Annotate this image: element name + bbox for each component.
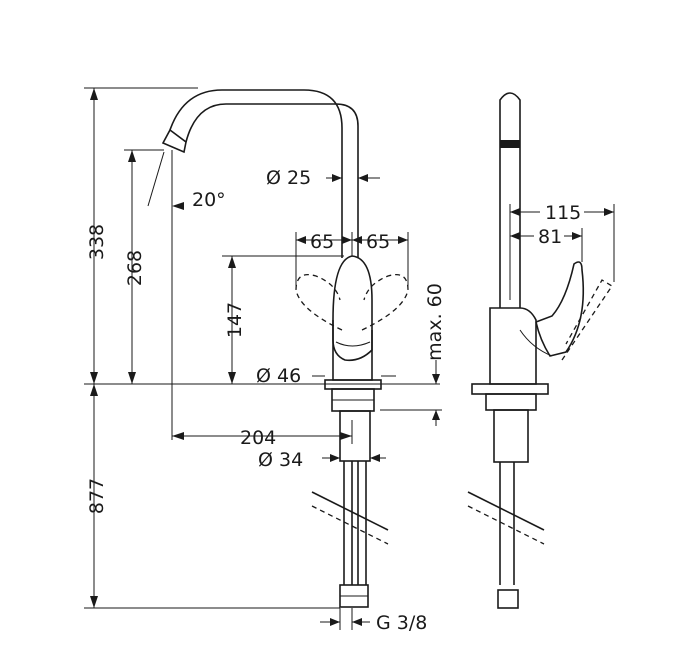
side-lever bbox=[535, 261, 585, 357]
side-base-plate bbox=[471, 383, 549, 395]
spout-nozzle bbox=[161, 128, 187, 154]
dim-d25-arrows bbox=[332, 174, 368, 182]
dim-angle-label: 20° bbox=[192, 189, 226, 211]
side-mount-ring bbox=[485, 393, 537, 411]
front-lever bbox=[332, 255, 373, 362]
side-lever-swing bbox=[561, 279, 613, 361]
side-shank bbox=[493, 409, 529, 463]
dim-204-label: 204 bbox=[240, 427, 276, 449]
lever-swing-right bbox=[361, 273, 409, 331]
dim-g38-arrows bbox=[330, 618, 362, 626]
dim-65-left-label: 65 bbox=[310, 231, 334, 253]
dim-268-label: 268 bbox=[124, 250, 146, 286]
dim-147-label: 147 bbox=[224, 302, 246, 338]
dim-d46-label: Ø 46 bbox=[256, 365, 301, 387]
side-lever-inner bbox=[519, 329, 553, 357]
side-break-a bbox=[467, 491, 545, 531]
dim-angle-line bbox=[147, 151, 165, 207]
dim-60-arrows bbox=[432, 374, 440, 420]
dim-65-right-label: 65 bbox=[366, 231, 390, 253]
dim-65-arrows bbox=[296, 236, 408, 244]
side-aerator bbox=[500, 140, 520, 148]
dim-81-label: 81 bbox=[538, 226, 562, 248]
dim-d34-arrows bbox=[330, 454, 380, 462]
dim-60-label: max. 60 bbox=[424, 283, 446, 361]
dim-338-label: 338 bbox=[86, 224, 108, 260]
lever-swing-left bbox=[295, 273, 343, 331]
break-line-a bbox=[311, 491, 389, 531]
spout-outer-edge bbox=[169, 89, 343, 258]
side-fitting bbox=[497, 589, 519, 609]
front-lever-detail bbox=[335, 341, 371, 347]
side-body bbox=[489, 307, 537, 385]
dim-877-label: 877 bbox=[86, 478, 108, 514]
spout-inner-edge bbox=[185, 103, 359, 258]
side-view bbox=[467, 92, 613, 609]
dim-g38-label: G 3/8 bbox=[376, 612, 427, 634]
dim-angle-arrow bbox=[172, 202, 184, 210]
dim-d34-label: Ø 34 bbox=[258, 449, 303, 471]
dimensions: 338 268 20° Ø 25 65 65 147 max. 60 bbox=[84, 87, 615, 634]
dim-d25-label: Ø 25 bbox=[266, 167, 311, 189]
dim-115-label: 115 bbox=[545, 202, 581, 224]
side-spout-tube bbox=[499, 92, 521, 308]
